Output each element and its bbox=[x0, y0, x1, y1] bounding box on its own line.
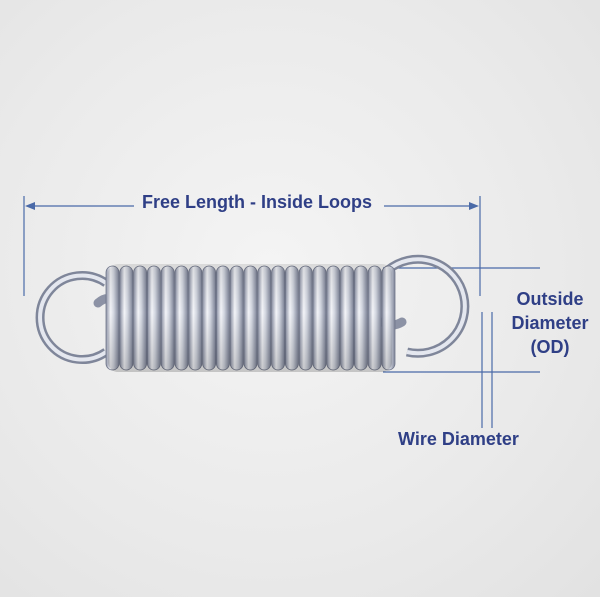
outside-diameter-lines bbox=[383, 267, 540, 373]
od-label-line2: Diameter bbox=[511, 313, 589, 333]
left-hook-loop bbox=[35, 271, 117, 364]
coil-shading bbox=[108, 264, 392, 372]
od-label-line3: (OD) bbox=[530, 337, 570, 357]
wire-diameter-label: Wire Diameter bbox=[398, 429, 519, 449]
wire-diameter-lines bbox=[481, 312, 493, 428]
outside-diameter-label: Outside Diameter (OD) bbox=[500, 287, 600, 359]
od-label-line1: Outside bbox=[516, 289, 584, 309]
free-length-dimension bbox=[23, 196, 481, 296]
free-length-label: Free Length - Inside Loops bbox=[142, 192, 373, 212]
